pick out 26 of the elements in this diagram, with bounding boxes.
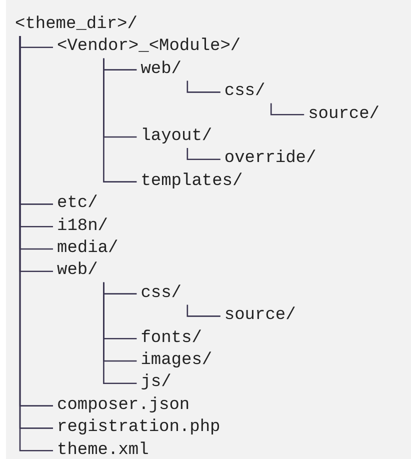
folder-name: <theme_dir>/ xyxy=(15,14,138,36)
tree-connector xyxy=(186,80,220,93)
tree-connector xyxy=(186,148,220,160)
tree-connector xyxy=(103,282,137,384)
folder-name: registration.php xyxy=(57,417,220,440)
folder-name: source/ xyxy=(308,104,380,126)
folder-name: i18n/ xyxy=(57,216,108,238)
folder-name: js/ xyxy=(140,372,172,394)
folder-name: templates/ xyxy=(140,170,243,193)
folder-name: theme.xml xyxy=(57,440,149,459)
folder-name: source/ xyxy=(224,305,296,328)
folder-name: media/ xyxy=(57,238,118,260)
folder-name: web/ xyxy=(140,58,182,81)
folder-name: css/ xyxy=(224,81,266,104)
folder-name: override/ xyxy=(224,148,316,170)
folder-name: <Vendor>_<Module>/ xyxy=(57,36,241,58)
folder-name: images/ xyxy=(140,350,212,372)
tree-connector xyxy=(186,304,220,317)
tree-connector xyxy=(270,103,304,116)
folder-name: layout/ xyxy=(140,126,212,148)
folder-name: etc/ xyxy=(57,193,98,216)
tree-connector xyxy=(103,58,137,182)
folder-name: composer.json xyxy=(57,394,190,417)
folder-name: web/ xyxy=(57,260,98,282)
folder-name: fonts/ xyxy=(140,328,202,350)
folder-name: css/ xyxy=(140,282,182,305)
